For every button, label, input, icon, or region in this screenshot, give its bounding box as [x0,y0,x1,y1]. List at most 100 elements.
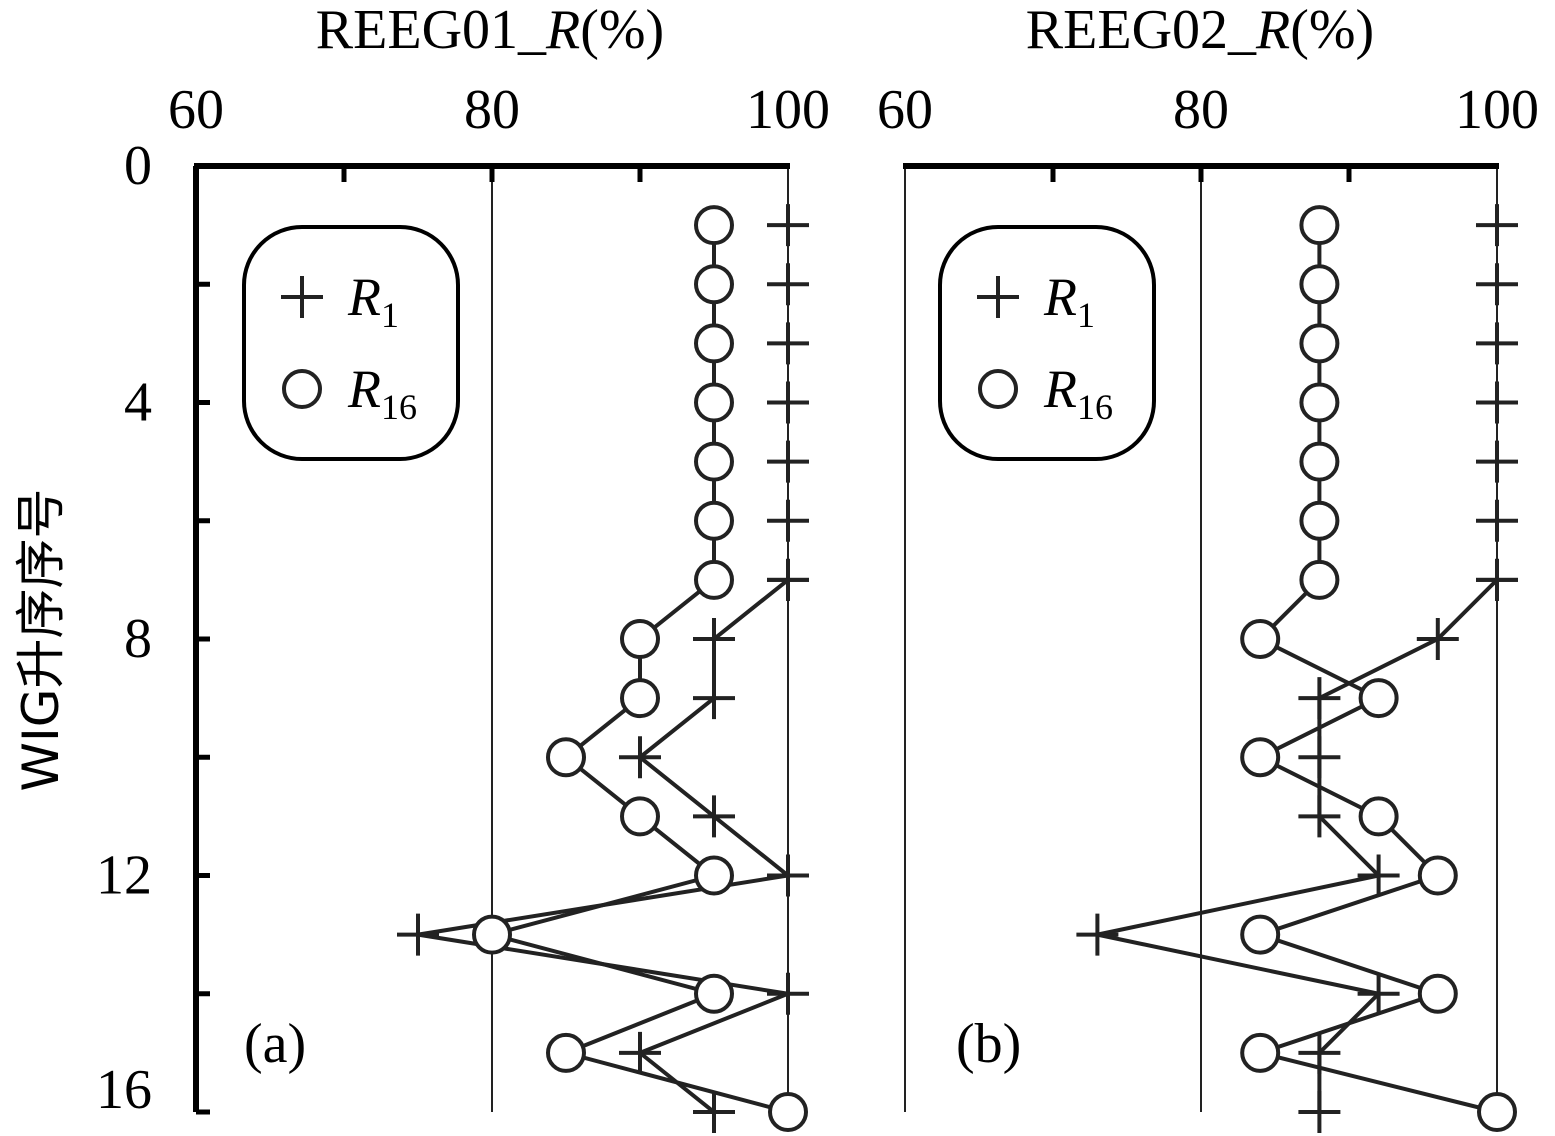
data-point-r1 [767,263,809,306]
data-point-r16 [620,619,660,659]
legend-box [242,225,460,461]
data-point-r1 [1357,972,1400,1015]
data-point-r16 [694,205,734,246]
legend-plus-marker [281,276,323,318]
data-point-r1 [1298,1091,1341,1133]
data-point-r1 [767,204,809,247]
data-point-r1 [767,322,809,365]
x-axis-title-suffix: (%) [1290,0,1374,61]
legend-label-main: R [347,267,381,327]
data-point-r1 [1298,736,1341,779]
data-point-r1 [767,972,809,1015]
data-point-r16 [694,382,734,423]
data-point-r1 [1298,795,1341,838]
data-point-r1 [693,795,735,838]
x-tick-label: 80 [464,79,520,141]
legend-label: R1 [1043,267,1095,335]
legend-label-sub: 16 [381,387,417,427]
legend-circle-marker [282,369,322,409]
data-point-r16 [1299,441,1340,482]
data-point-r1 [693,1091,735,1133]
x-axis-title-var: R [1255,0,1290,61]
data-point-r16 [1299,323,1340,364]
y-tick-label: 8 [124,608,152,670]
data-point-r16 [546,737,586,778]
data-point-r16 [620,678,660,719]
x-axis-title-suffix: (%) [580,0,664,61]
data-point-r1 [767,381,809,424]
data-point-r16 [620,796,660,837]
data-point-r16 [1299,382,1340,423]
y-axis-label: WIG升序序号 [12,489,70,792]
data-point-r1 [397,913,439,956]
legend-box [938,225,1156,461]
data-point-r1 [1476,322,1518,365]
data-point-r16 [694,559,734,600]
data-point-r16 [1477,1092,1517,1132]
data-point-r1 [1416,618,1459,660]
data-point-r1 [767,499,809,542]
legend-label-main: R [1043,267,1077,327]
series-line-r16 [484,225,789,1114]
x-tick-label: 60 [877,79,933,141]
series-line-r16 [1253,225,1498,1114]
data-point-r16 [694,323,734,364]
data-point-r1 [693,618,735,660]
data-point-r1 [1076,913,1119,956]
legend-label: R16 [1043,359,1113,427]
data-point-r16 [1240,737,1281,778]
data-point-r16 [1299,500,1340,541]
data-point-r1 [1298,1031,1341,1074]
data-point-r16 [1299,559,1340,600]
panel-label: (a) [244,1013,306,1075]
data-point-r16 [694,855,734,896]
series-line-r1 [417,578,796,1114]
y-tick-label: 16 [96,1059,152,1121]
data-point-r1 [767,854,809,897]
legend-circle-marker [978,369,1018,409]
legend-label: R1 [347,267,399,335]
legend-label-sub: 1 [381,295,399,335]
data-point-r16 [472,914,512,955]
x-axis-title-prefix: REEG02_ [1026,0,1257,61]
legend-label-sub: 1 [1077,295,1095,335]
legend-label-sub: 16 [1077,387,1113,427]
data-point-r16 [1240,1032,1281,1073]
data-point-r1 [1476,263,1518,306]
data-point-r16 [1299,264,1340,305]
data-point-r16 [768,1092,808,1132]
data-point-r16 [1417,973,1458,1014]
data-point-r16 [1240,914,1281,955]
legend-plus-marker [977,276,1019,318]
data-point-r16 [546,1032,586,1073]
x-axis-title: REEG01_R(%) [316,0,664,61]
y-tick-label: 4 [124,372,152,434]
data-point-r16 [1299,205,1340,246]
data-point-r16 [1358,678,1399,719]
data-point-r1 [1476,204,1518,247]
legend-label-main: R [1043,359,1077,419]
x-axis-title-var: R [545,0,580,61]
x-tick-label: 100 [1455,79,1539,141]
data-point-r1 [619,736,661,779]
data-point-r1 [1476,499,1518,542]
data-point-r1 [1476,558,1518,601]
y-tick-label: 12 [96,845,152,907]
legend-label: R16 [347,359,417,427]
x-tick-label: 60 [168,79,224,141]
data-point-r16 [1240,619,1281,659]
data-point-r1 [767,440,809,483]
x-tick-label: 80 [1173,79,1229,141]
data-point-r16 [1358,796,1399,837]
panel-label: (b) [956,1013,1021,1075]
data-point-r1 [1298,677,1341,720]
data-point-r16 [694,973,734,1014]
data-point-r1 [1357,854,1400,897]
y-tick-label: 0 [124,135,152,197]
x-axis-title: REEG02_R(%) [1026,0,1374,61]
